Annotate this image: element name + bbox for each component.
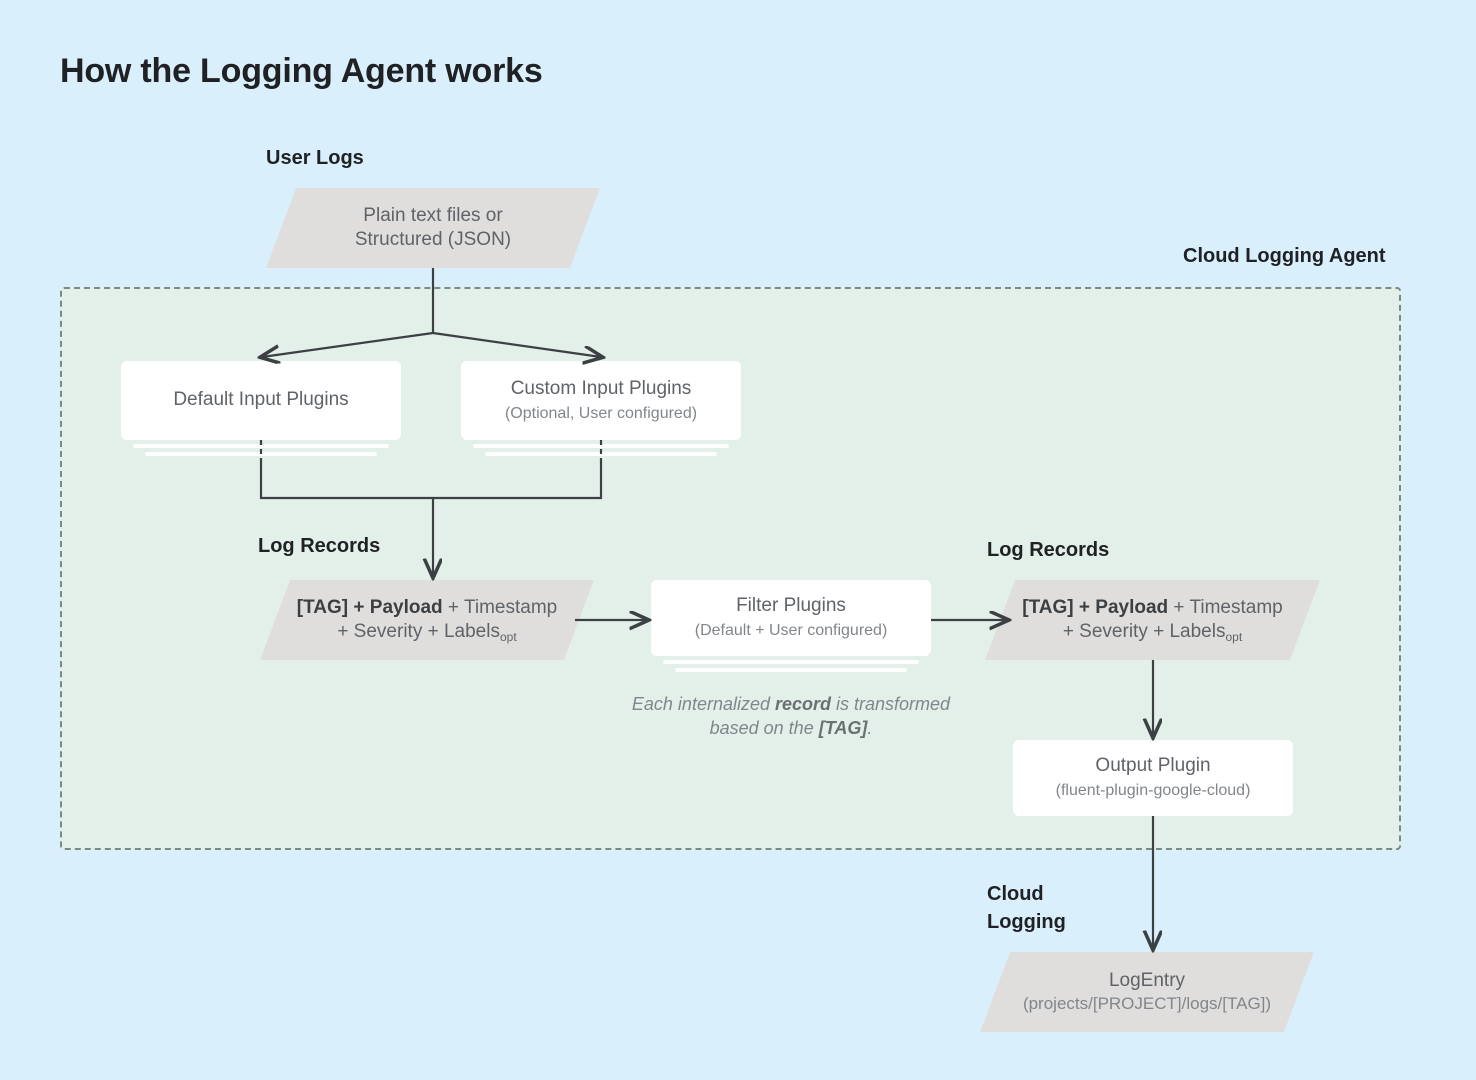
log-record-left-rest: + Timestamp xyxy=(442,596,558,618)
log-record-right-subscript: opt xyxy=(1225,630,1243,644)
node-log-record-right: [TAG] + Payload + Timestamp + Severity +… xyxy=(985,580,1320,660)
page-title: How the Logging Agent works xyxy=(60,52,543,90)
label-cloud-logging-agent: Cloud Logging Agent xyxy=(1183,245,1386,267)
custom-input-plugins-title: Custom Input Plugins xyxy=(510,377,692,399)
node-user-logs-source: Plain text files or Structured (JSON) xyxy=(266,188,600,268)
filter-plugins-subtitle: (Default + User configured) xyxy=(694,622,888,640)
label-user-logs: User Logs xyxy=(266,147,364,169)
label-log-records-right: Log Records xyxy=(987,539,1110,561)
transform-note-part2: is transformed based on the xyxy=(709,694,951,738)
log-entry-subtitle: (projects/[PROJECT]/logs/[TAG]) xyxy=(1022,994,1272,1014)
default-input-sheet-2 xyxy=(145,452,377,456)
output-plugin-subtitle: (fluent-plugin-google-cloud) xyxy=(1055,782,1251,800)
node-default-input-plugins[interactable]: Default Input Plugins xyxy=(121,361,401,440)
log-record-left-line2: + Severity + Labels xyxy=(337,621,500,642)
filter-plugins-sheet-1 xyxy=(663,660,919,664)
node-output-plugin[interactable]: Output Plugin (fluent-plugin-google-clou… xyxy=(1013,740,1293,816)
default-input-sheet-1 xyxy=(133,444,389,448)
transform-note: Each internalized record is transformed … xyxy=(631,693,951,741)
transform-note-part1: Each internalized xyxy=(631,694,775,714)
log-record-right-bold: [TAG] + Payload xyxy=(1022,596,1169,618)
node-log-record-left: [TAG] + Payload + Timestamp + Severity +… xyxy=(260,580,594,660)
log-record-left-bold: [TAG] + Payload xyxy=(296,596,443,618)
transform-note-part3: . xyxy=(867,717,873,738)
node-log-entry: LogEntry (projects/[PROJECT]/logs/[TAG]) xyxy=(980,952,1314,1032)
log-record-right-line2: + Severity + Labels xyxy=(1062,621,1226,642)
user-logs-line1: Plain text files or xyxy=(363,204,503,226)
filter-plugins-title: Filter Plugins xyxy=(736,595,846,617)
log-entry-title: LogEntry xyxy=(1108,969,1186,991)
node-filter-plugins[interactable]: Filter Plugins (Default + User configure… xyxy=(651,580,931,656)
user-logs-line2: Structured (JSON) xyxy=(354,229,512,250)
label-log-records-left: Log Records xyxy=(258,535,381,557)
label-cloud-logging: Cloud Logging xyxy=(987,883,1066,934)
custom-input-sheet-2 xyxy=(485,452,717,456)
filter-plugins-sheet-2 xyxy=(675,668,907,672)
log-record-left-text: [TAG] + Payload + Timestamp + Severity +… xyxy=(297,596,557,645)
custom-input-sheet-1 xyxy=(473,444,729,448)
log-record-left-subscript: opt xyxy=(499,630,517,644)
node-custom-input-plugins[interactable]: Custom Input Plugins (Optional, User con… xyxy=(461,361,741,440)
custom-input-plugins-subtitle: (Optional, User configured) xyxy=(504,404,698,422)
log-record-right-rest: + Timestamp xyxy=(1168,596,1283,618)
default-input-plugins-title: Default Input Plugins xyxy=(173,389,349,411)
log-record-right-text: [TAG] + Payload + Timestamp + Severity +… xyxy=(1022,596,1282,645)
transform-note-bold2: [TAG] xyxy=(818,717,868,738)
output-plugin-title: Output Plugin xyxy=(1095,755,1211,777)
transform-note-bold1: record xyxy=(775,694,832,714)
